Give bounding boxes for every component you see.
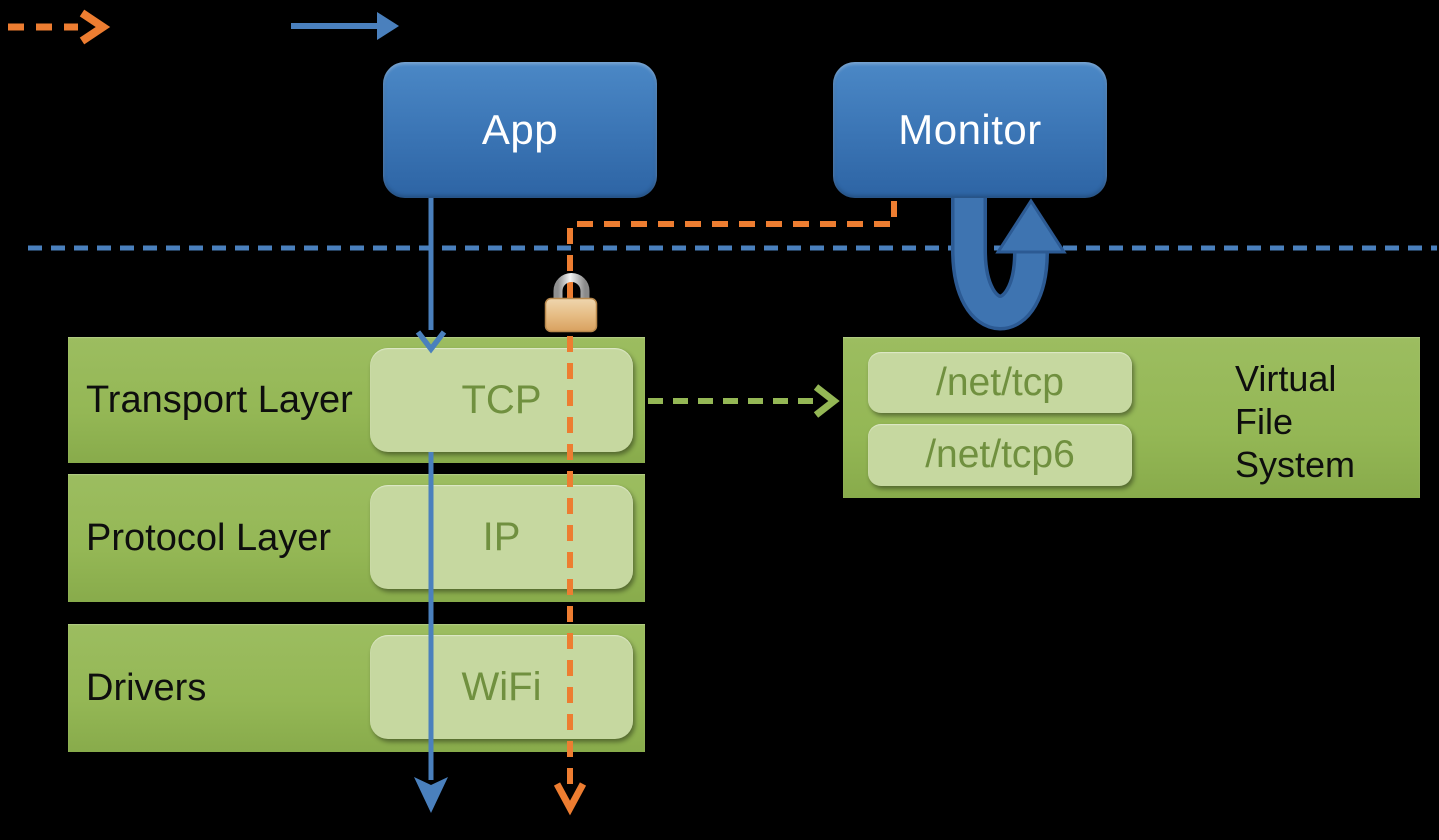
app-label: App <box>481 106 559 153</box>
layer-row-protocol: Protocol Layer IP <box>68 474 645 602</box>
layer-label-transport: Transport Layer <box>86 378 353 421</box>
layer-row-drivers: Drivers WiFi <box>68 624 645 752</box>
layer-row-transport: Transport Layer TCP <box>68 337 645 463</box>
vfs-entry-net-tcp6: /net/tcp6 <box>868 424 1132 486</box>
virtual-file-system-box: /net/tcp /net/tcp6 Virtual File System <box>843 337 1420 498</box>
vfs-title: Virtual File System <box>1235 357 1355 486</box>
layer-label-drivers: Drivers <box>86 666 207 709</box>
lock-icon <box>544 273 598 333</box>
tcp-to-vfs-arrow <box>648 384 840 418</box>
vfs-title-line-2: File <box>1235 401 1294 442</box>
layer-label-protocol: Protocol Layer <box>86 516 332 559</box>
app-send-arrow <box>415 198 447 354</box>
monitor-label: Monitor <box>898 106 1042 153</box>
monitor-node: Monitor <box>833 62 1107 198</box>
component-box-wifi: WiFi <box>370 635 633 739</box>
legend-dashed-arrow-icon <box>8 9 111 45</box>
component-box-tcp: TCP <box>370 348 633 452</box>
vfs-title-line-3: System <box>1235 444 1356 485</box>
legend-solid-arrow-icon <box>291 12 399 40</box>
component-box-ip: IP <box>370 485 633 589</box>
vfs-entry-net-tcp: /net/tcp <box>868 352 1132 413</box>
app-node: App <box>383 62 657 198</box>
vfs-title-line-1: Virtual <box>1235 358 1337 399</box>
monitor-loopback-arrow <box>951 198 1067 331</box>
